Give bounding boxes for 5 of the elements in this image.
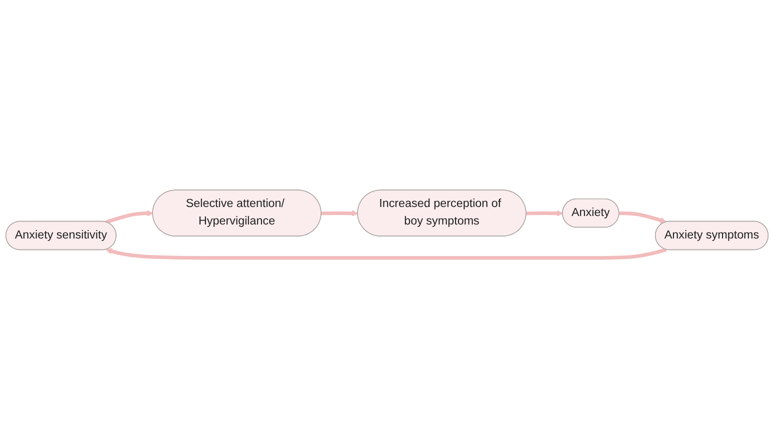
arrow (619, 212, 667, 224)
arrow (106, 248, 667, 260)
arrow (106, 210, 154, 224)
arrow (526, 210, 564, 216)
arrow (321, 210, 358, 216)
